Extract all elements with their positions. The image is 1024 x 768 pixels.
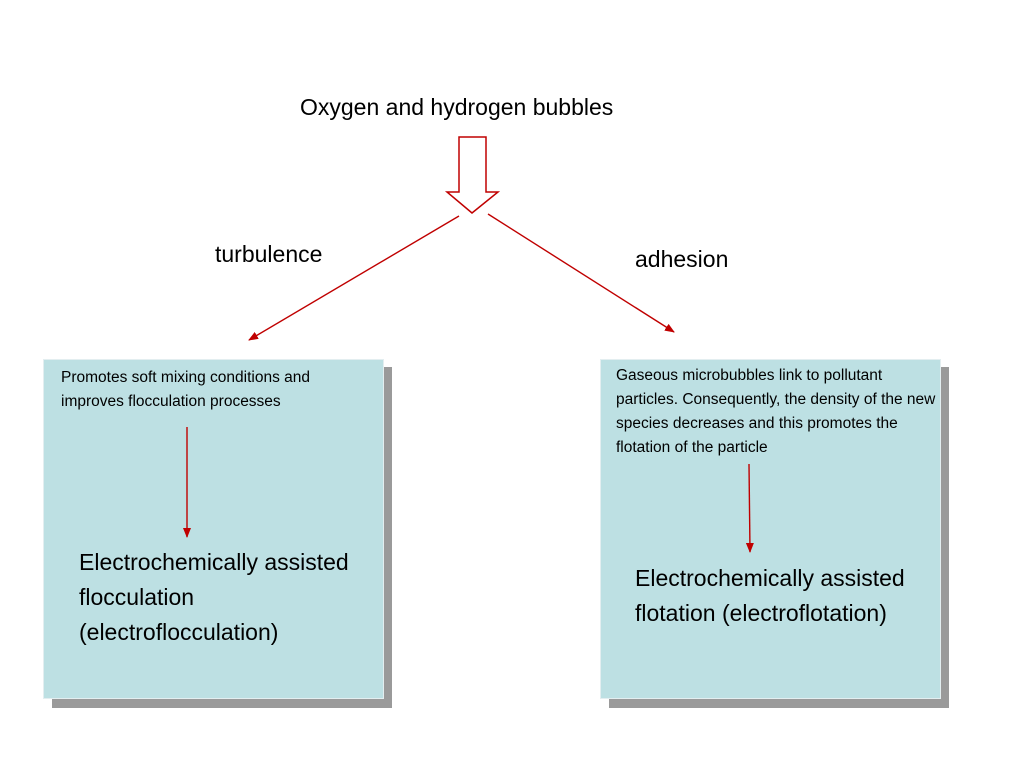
hollow-down-arrow-icon xyxy=(444,136,501,214)
flotation-box xyxy=(600,359,941,699)
flocculation-description: Promotes soft mixing conditions and impr… xyxy=(61,369,310,410)
flotation-result: Electrochemically assisted flotation (el… xyxy=(635,565,905,626)
turbulence-label: turbulence xyxy=(215,241,323,267)
flotation-description: Gaseous microbubbles link to pollutant p… xyxy=(616,367,936,456)
flocculation-box xyxy=(43,359,384,699)
turbulence-arrow xyxy=(248,215,460,341)
top-label: Oxygen and hydrogen bubbles xyxy=(300,94,614,120)
adhesion-arrow xyxy=(487,213,675,333)
flocculation-result: Electrochemically assisted flocculation … xyxy=(79,549,349,645)
adhesion-label: adhesion xyxy=(635,246,729,272)
